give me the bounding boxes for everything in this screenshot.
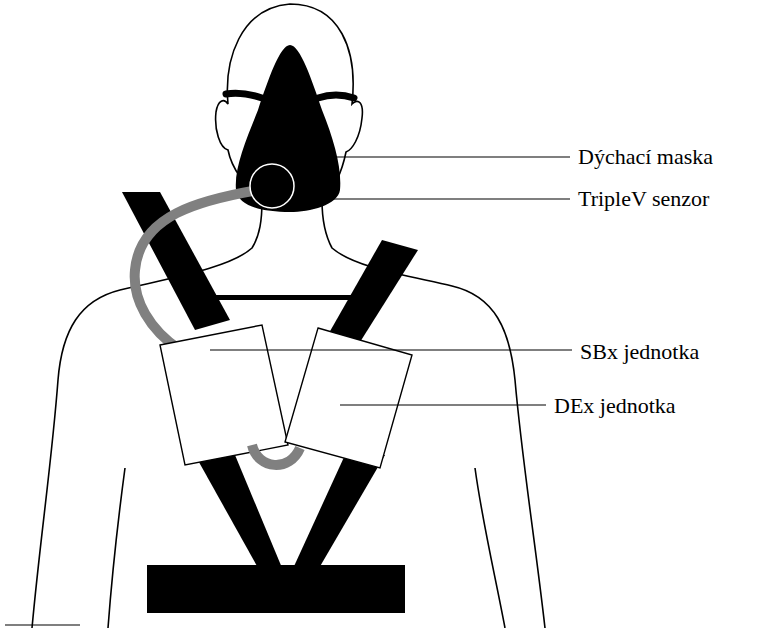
part-label: SBx jednotka xyxy=(579,339,700,365)
baseline-stroke xyxy=(5,624,80,625)
connecting-tube xyxy=(252,445,300,465)
breathing-tube xyxy=(135,190,258,350)
sbx-unit xyxy=(160,325,288,465)
triplev-sensor xyxy=(250,164,294,208)
part-label: TripleV senzor xyxy=(577,186,710,212)
dex-unit xyxy=(285,328,412,468)
harness xyxy=(122,192,418,613)
leader-line xyxy=(210,157,572,405)
body-outline xyxy=(32,4,545,628)
part-label: DEx jednotka xyxy=(553,393,677,419)
part-label: Dýchací maska xyxy=(577,144,714,170)
breathing-mask xyxy=(236,45,341,212)
